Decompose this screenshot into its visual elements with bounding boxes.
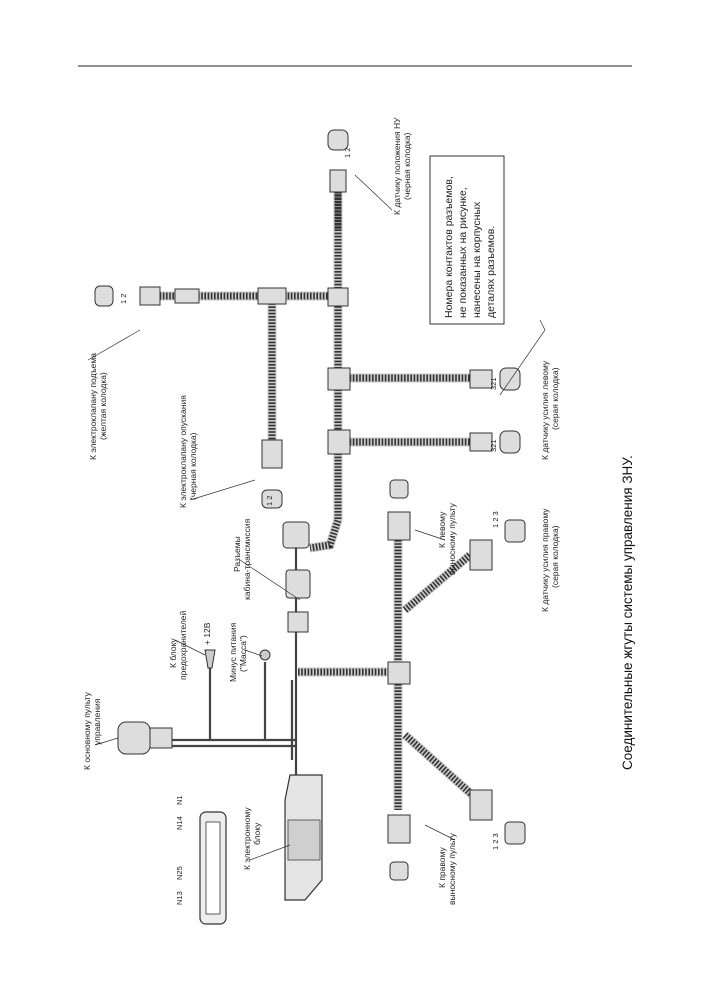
pin-n25: N25 <box>175 866 184 880</box>
main-panel-connector <box>117 721 173 755</box>
label-electronic-block: К электронному <box>242 807 252 870</box>
label-ground: Минус питания <box>228 622 238 682</box>
pins-right-remote: 1 2 3 <box>491 833 500 850</box>
label-main-panel: К основному пульту <box>82 691 92 770</box>
electronic-block <box>284 774 323 901</box>
label-plus12: + 12В <box>202 622 212 645</box>
leader-lines <box>87 174 546 861</box>
right-force-sensor-connector <box>469 430 521 454</box>
position-sensor-connector <box>327 129 349 230</box>
pins-right-force: 321 <box>489 439 498 452</box>
note-line-2: не показанных на рисунке, <box>457 187 469 318</box>
electronic-block-pinout <box>199 811 227 925</box>
label-main-panel-sub: управления <box>92 698 102 745</box>
junction-lift <box>257 287 287 305</box>
left-remote-connector <box>387 479 526 571</box>
lower-valve-connector <box>261 439 283 509</box>
label-left-remote-sub: выносному пульту <box>447 502 457 575</box>
label-lift-valve-sub: (желтая колодка) <box>98 372 108 440</box>
label-position-sensor: К датчику положения НУ <box>392 117 402 215</box>
pins-position-sensor: 1 2 <box>343 148 352 158</box>
label-fuse-block-sub: предохранителей <box>178 610 188 680</box>
figure-caption: Соединительные жгуты системы управления … <box>620 455 635 770</box>
label-lower-valve-sub: (черная колодка) <box>188 432 198 500</box>
label-right-remote: К правому <box>437 847 447 888</box>
fuse-terminal-icon <box>204 649 216 669</box>
label-position-sensor-sub: (черная колодка) <box>402 132 412 200</box>
ground-terminal-icon <box>259 649 271 661</box>
junction-remotes <box>387 661 411 685</box>
label-right-force-sensor: К датчику усилия правому <box>540 508 550 612</box>
pins-lower-valve: 1 2 <box>265 496 274 506</box>
label-lower-valve: К электроклапану опускания <box>178 395 188 508</box>
pins-left-force: 321 <box>489 377 498 390</box>
pin-n1: N1 <box>175 795 184 805</box>
label-left-remote: К левому <box>437 511 447 548</box>
pin-n14: N14 <box>175 816 184 830</box>
note-box: Номера контактов разъемов, не показанных… <box>429 155 505 325</box>
lift-valve-connector <box>94 285 200 307</box>
note-line-1: Номера контактов разъемов, <box>443 176 455 318</box>
label-lift-valve: К электроклапану подъема <box>88 353 98 460</box>
junction-top <box>327 287 349 307</box>
pin-n13: N13 <box>175 891 184 905</box>
right-remote-connector <box>387 789 526 881</box>
label-right-remote-sub: выносному пульту <box>447 832 457 905</box>
label-right-force-sensor-sub: (серая колодка) <box>550 525 560 588</box>
junction-right-force <box>327 429 351 455</box>
label-left-force-sensor-sub: (серая колодка) <box>550 367 560 430</box>
pins-left-remote: 1 2 3 <box>491 511 500 528</box>
pins-lift-valve: 1 2 <box>119 294 128 304</box>
note-line-3: нанесены на корпусных <box>471 201 483 318</box>
label-left-force-sensor: К датчику усилия левому <box>540 360 550 460</box>
label-fuse-block: К блоку <box>168 638 178 668</box>
label-cab-connectors-sub: кабина-трансмиссия <box>242 518 252 600</box>
label-cab-connectors: Разъемы <box>232 536 242 572</box>
harness-main <box>150 175 481 810</box>
cab-transmission-connectors <box>282 521 311 633</box>
label-electronic-block-sub: блоку <box>252 822 262 845</box>
junction-left-force <box>327 367 351 391</box>
note-line-4: деталях разъемов. <box>485 226 497 318</box>
label-ground-sub: ("Масса") <box>238 635 248 672</box>
